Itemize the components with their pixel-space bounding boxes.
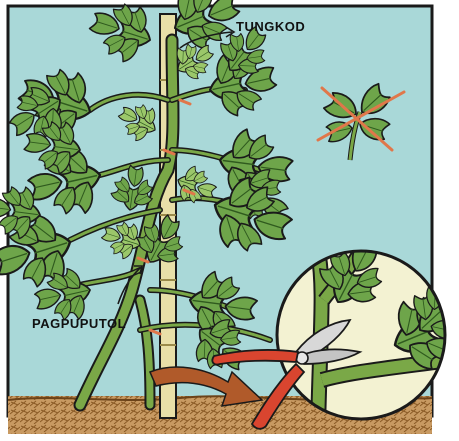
stake-label: TUNGKOD xyxy=(236,19,305,34)
pruning-label: PAGPUPUTOL xyxy=(32,316,126,331)
